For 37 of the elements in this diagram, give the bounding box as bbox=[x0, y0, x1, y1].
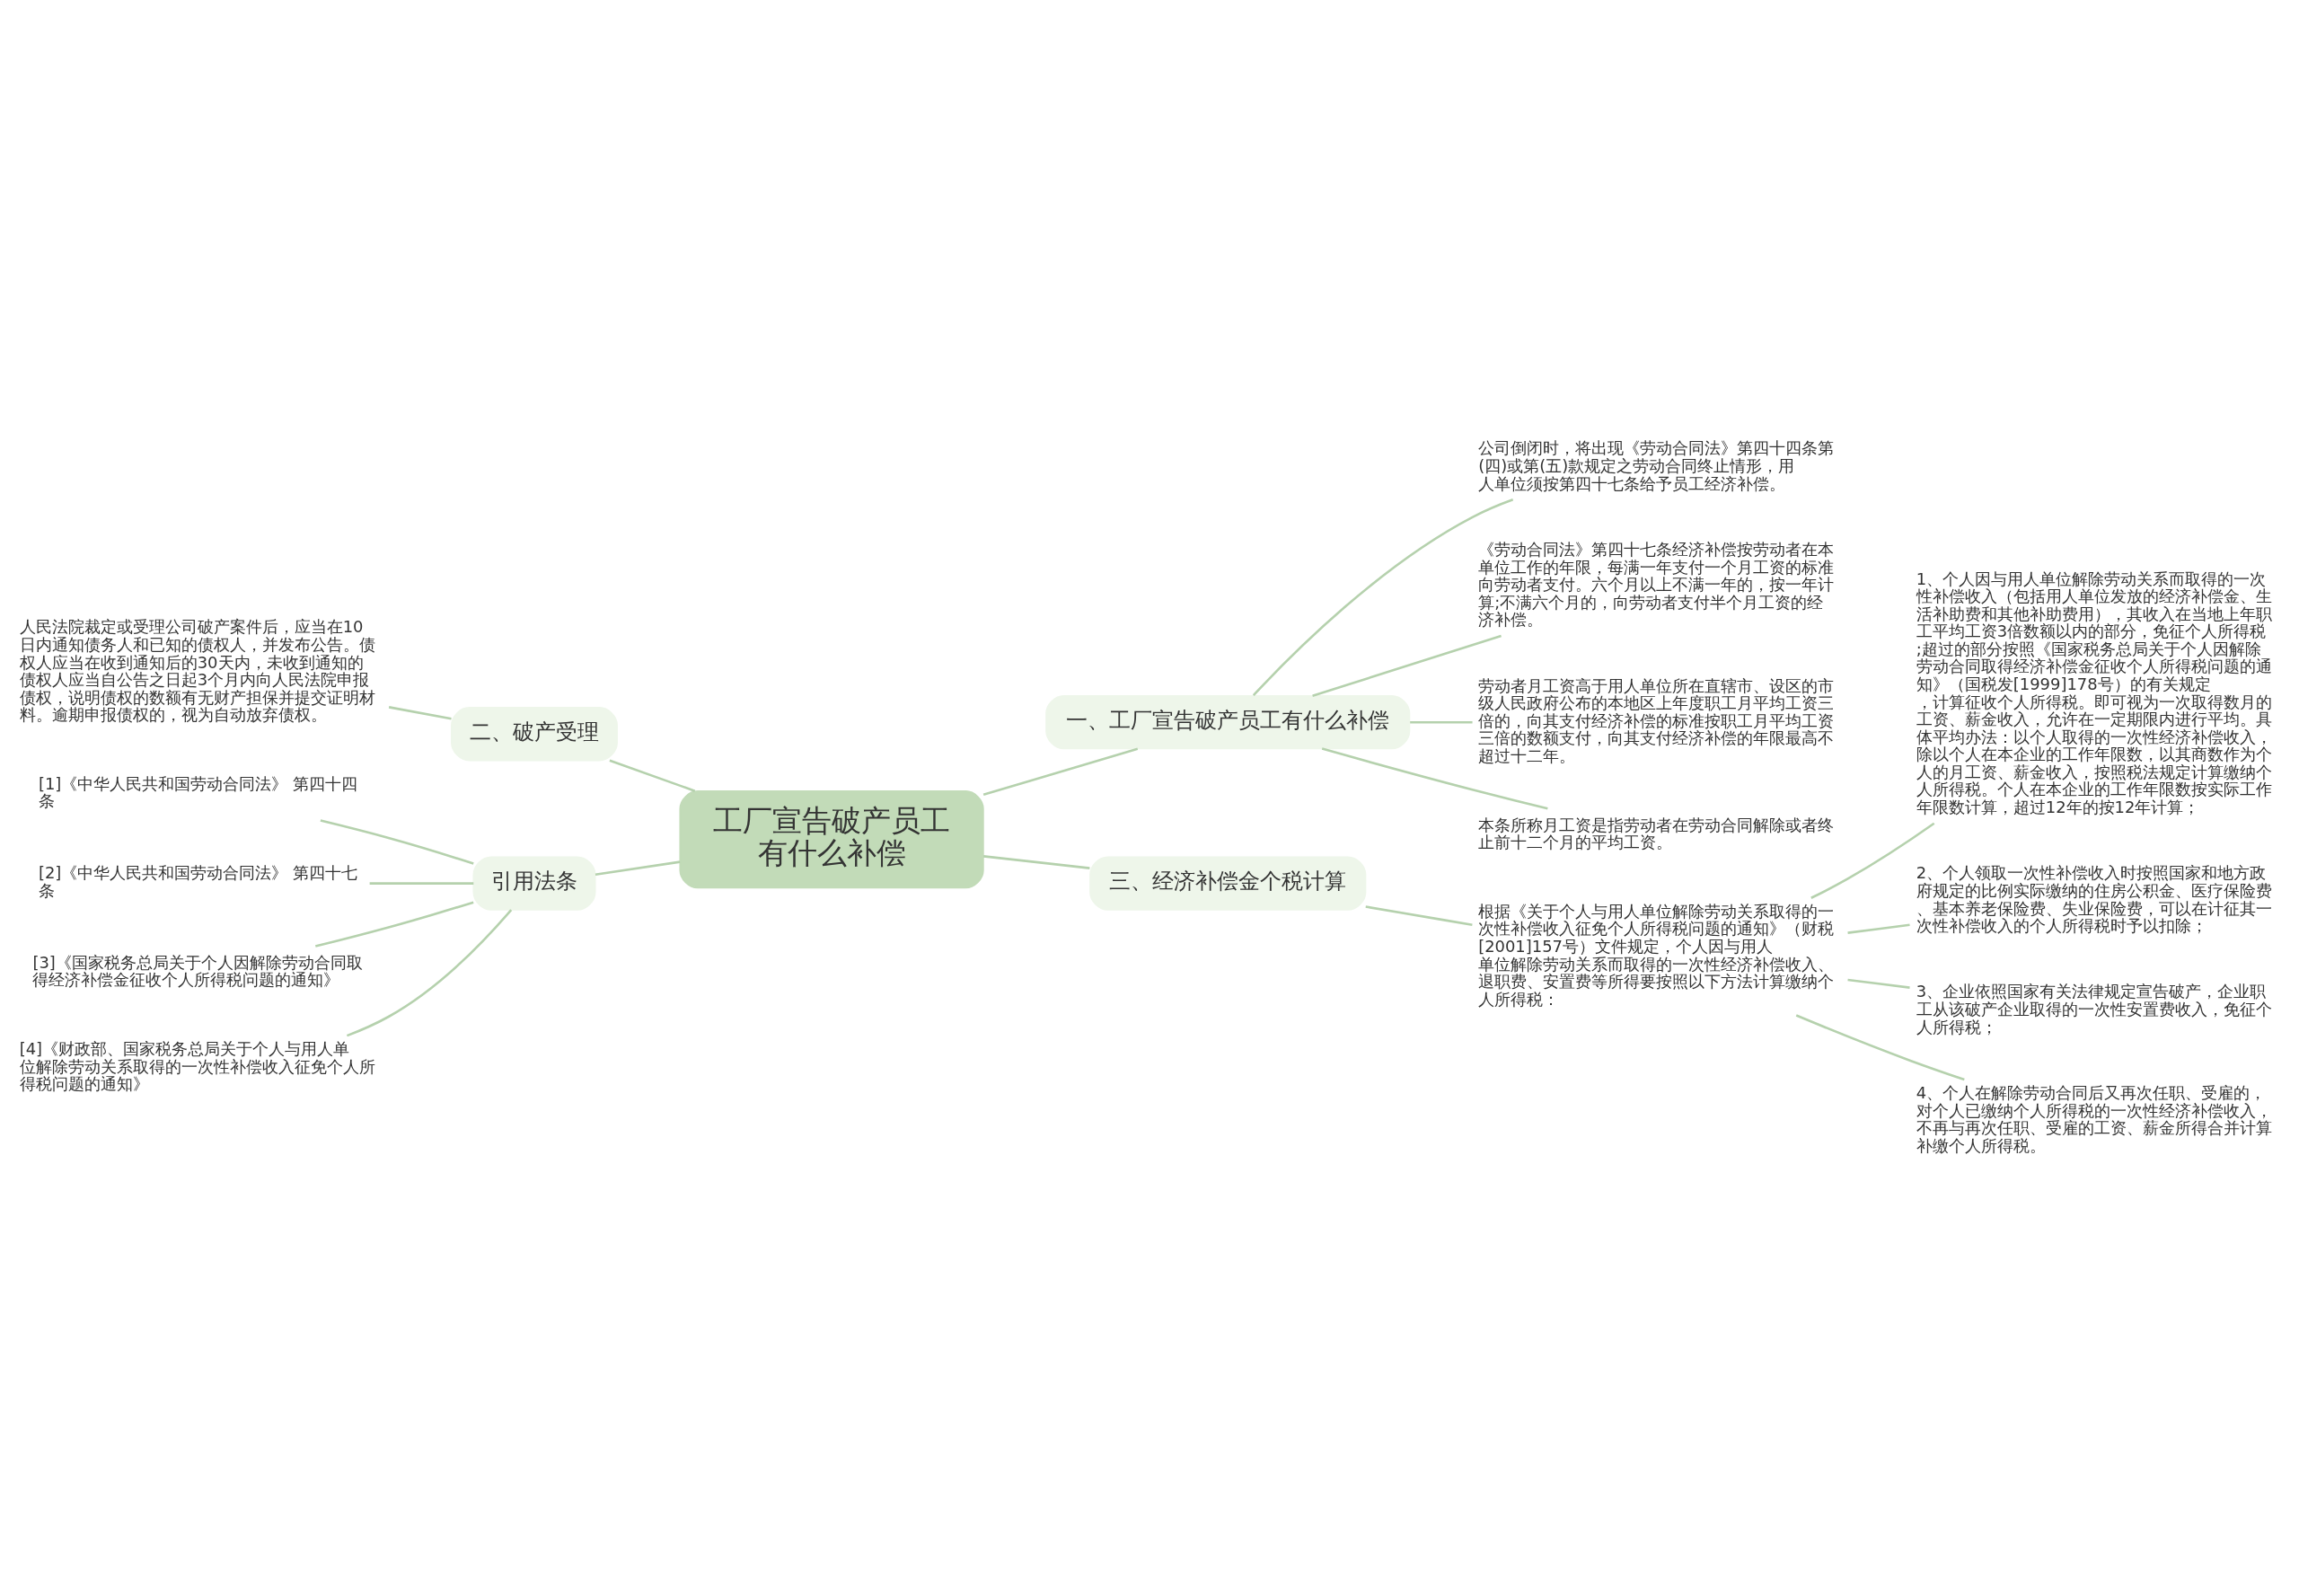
node-text: 公司倒闭时，将出现《劳动合同法》第四十四条第(四)或第(五)款规定之劳动合同终止情形，用人单位须按第四十七条给予员工经济补偿。 bbox=[1478, 437, 1835, 493]
node-text: 2、个人领取一次性补偿收入时按照国家和地方政府规定的比例实际缴纳的住房公积金、医疗保险费、基本养老保险费、失业保险费，可以在计征其一次性补偿收入的个人所得税时予以扣除； bbox=[1916, 862, 2272, 935]
connector bbox=[1410, 720, 1473, 723]
node-box: 三、经济补偿金个税计算 bbox=[1089, 855, 1367, 911]
connector bbox=[1847, 978, 1910, 989]
node-box: 引用法条 bbox=[472, 855, 596, 911]
node-text: 劳动者月工资高于用人单位所在直辖市、设区的市级人民政府公布的本地区上年度职工月平均工资三倍的，向其支付经济补偿的标准按职工月平均工资三倍的数额支付，向其支付经济补偿的年限最高不超过十二年。 bbox=[1478, 675, 1835, 765]
node-box: 工厂宣告破产员工有什么补偿 bbox=[679, 789, 984, 888]
connector bbox=[595, 860, 681, 876]
node-text: 3、企业依照国家有关法律规定宣告破产，企业职工从该破产企业取得的一次性安置费收入，免征个人所得税； bbox=[1916, 981, 2272, 1036]
node-text: 人民法院裁定或受理公司破产案件后，应当在10日内通知债务人和已知的债权人，并发布公告。债权人应当在收到通知后的30天内，未收到通知的债权人应当自公告之日起3个月内向人民法院申报债权，说明债权的数额有无财产担保并提交证明材料。逾期申报债权的，视为自动放弃债权。 bbox=[19, 616, 375, 724]
connector bbox=[1810, 822, 1935, 899]
connector bbox=[1312, 634, 1502, 697]
connector bbox=[1252, 498, 1514, 696]
node-box: 一、工厂宣告破产员工有什么补偿 bbox=[1045, 694, 1411, 749]
node-box: 二、破产受理 bbox=[451, 706, 618, 761]
node-text: [4]《财政部、国家税务总局关于个人与用人单位解除劳动关系取得的一次性补偿收入征免个人所得税问题的通知》 bbox=[19, 1038, 375, 1093]
connector bbox=[388, 705, 452, 720]
node-text: [2]《中华人民共和国劳动合同法》 第四十七条 bbox=[38, 862, 358, 900]
connector bbox=[1795, 1013, 1965, 1080]
connector bbox=[1321, 746, 1548, 810]
node-text: 根据《关于个人与用人单位解除劳动关系取得的一次性补偿收入征免个人所得税问题的通知》（财税[2001]157号）文件规定，个人因与用人单位解除劳动关系而取得的一次性经济补偿收入、退职费、安置费等所得要按照以下方法计算缴纳个人所得税： bbox=[1478, 901, 1835, 1009]
node-text: 4、个人在解除劳动合同后又再次任职、受雇的，对个人已缴纳个人所得税的一次性经济补偿收入，不再与再次任职、受雇的工资、薪金所得合并计算补缴个人所得税。 bbox=[1916, 1082, 2272, 1155]
node-text: 《劳动合同法》第四十七条经济补偿按劳动者在本单位工作的年限，每满一年支付一个月工资的标准向劳动者支付。六个月以上不满一年的，按一年计算;不满六个月的，向劳动者支付半个月工资的经济补偿。 bbox=[1478, 539, 1835, 629]
connector bbox=[320, 818, 474, 865]
node-text: 1、个人因与用人单位解除劳动关系而取得的一次性补偿收入（包括用人单位发放的经济补偿金、生活补助费和其他补助费用），其收入在当地上年职工平均工资3倍数额以内的部分，免征个人所得税;超过的部分按照《国家税务总局关于个人因解除劳动合同取得经济补偿金征收个人所得税问题的通知》（国税发[1999]178号）的有关规定，计算征收个人所得税。即可视为一次取得数月的工资、薪金收入，允许在一定期限内进行平均。具体平均办法：以个人取得的一次性经济补偿收入，除以个人在本企业的工作年限数，以其商数作为个人的月工资、薪金收入，按照税法规定计算缴纳个人所得税。个人在本企业的工作年限数按实际工作年限数计算，超过12年的按12年计算； bbox=[1916, 569, 2272, 816]
connector bbox=[982, 746, 1139, 796]
connector bbox=[315, 900, 474, 948]
node-text: [1]《中华人民共和国劳动合同法》 第四十四条 bbox=[38, 773, 358, 810]
connector bbox=[609, 759, 696, 792]
connector bbox=[369, 881, 474, 885]
connector bbox=[1847, 922, 1910, 934]
node-text: [3]《国家税务总局关于个人因解除劳动合同取得经济补偿金征收个人所得税问题的通知》 bbox=[32, 952, 363, 989]
connector bbox=[983, 854, 1090, 869]
connector bbox=[346, 908, 513, 1036]
node-text: 本条所称月工资是指劳动者在劳动合同解除或者终止前十二个月的平均工资。 bbox=[1478, 815, 1835, 851]
connector bbox=[1365, 904, 1473, 926]
